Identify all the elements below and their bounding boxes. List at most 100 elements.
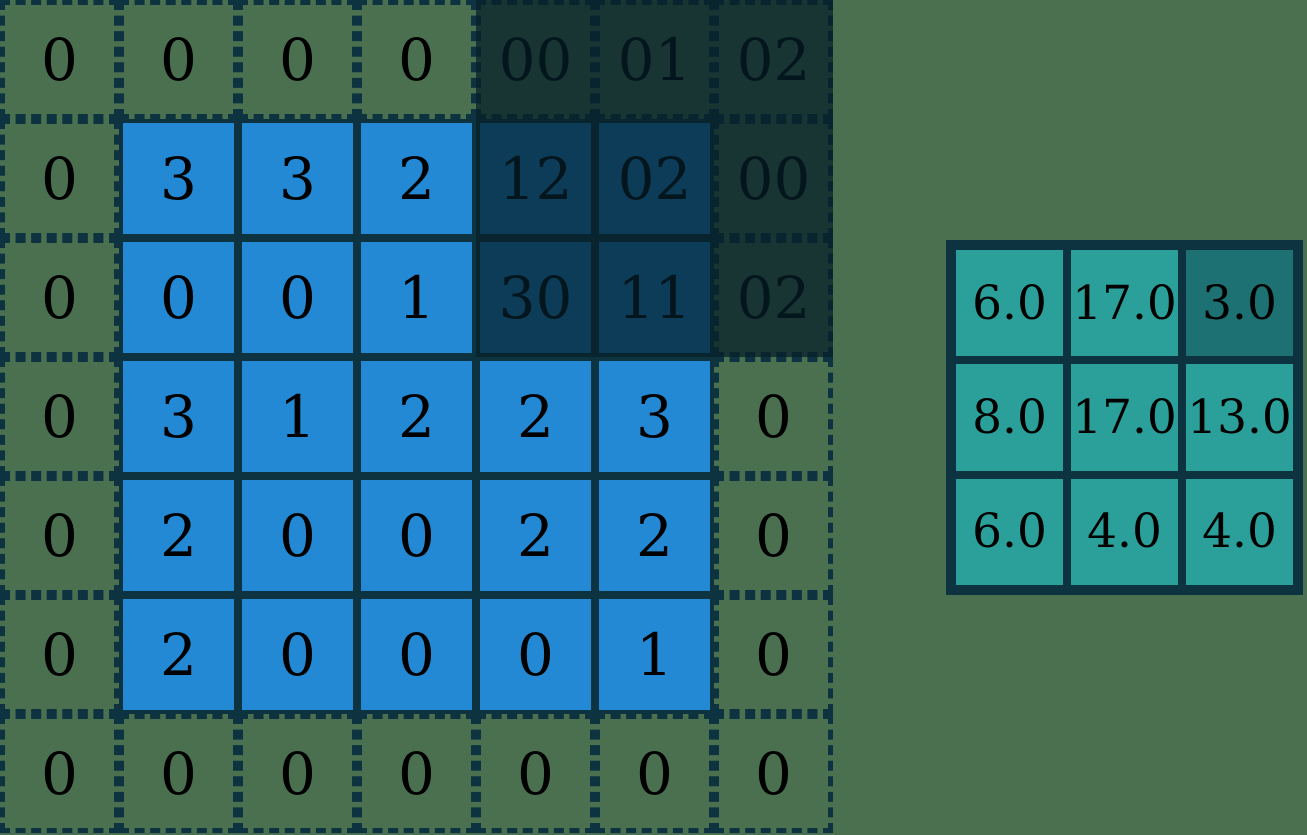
cell-value: 11 [617,263,692,332]
output-cell: 4.0 [1182,474,1297,589]
cell-value: 0 [398,501,435,570]
input-cell: 11 [595,238,714,357]
input-cell: 1 [238,357,357,476]
padding-cell: 0 [0,119,119,238]
output-cell-value: 13.0 [1187,389,1292,445]
cell-value: 01 [617,25,692,94]
cell-value: 2 [636,501,673,570]
output-cell-value: 8.0 [972,389,1047,445]
cell-value: 00 [736,144,811,213]
output-cell-value: 17.0 [1072,389,1177,445]
input-cell: 2 [476,476,595,595]
cell-index-subscript: 1 [654,263,692,332]
output-cell-value: 17.0 [1072,275,1177,331]
cell-value: 0 [398,739,435,808]
output-cell: 17.0 [1067,246,1182,361]
cell-value: 0 [517,620,554,689]
cell-index-subscript: 0 [535,263,573,332]
cell-value: 0 [279,263,316,332]
cell-value: 0 [755,382,792,451]
input-cell: 3 [119,357,238,476]
cell-index-subscript: 2 [773,263,811,332]
cell-value: 0 [41,501,78,570]
padding-cell: 00 [714,119,833,238]
output-cell: 17.0 [1067,360,1182,475]
input-cell: 3 [238,119,357,238]
cell-value: 3 [160,382,197,451]
cell-value: 1 [279,382,316,451]
cell-value: 0 [279,620,316,689]
cell-value: 2 [160,501,197,570]
cell-value: 12 [498,144,573,213]
cell-index-subscript: 2 [654,144,692,213]
input-cell: 3 [119,119,238,238]
padding-cell: 0 [119,0,238,119]
cell-value: 0 [517,739,554,808]
padding-cell: 0 [238,714,357,833]
cell-value: 1 [398,263,435,332]
cell-value: 1 [636,620,673,689]
output-cell-value: 4.0 [1087,504,1162,560]
cell-value: 0 [41,25,78,94]
cell-value: 2 [517,382,554,451]
output-cell: 6.0 [952,474,1067,589]
input-cell: 30 [476,238,595,357]
padding-cell: 0 [119,714,238,833]
padding-cell: 0 [0,357,119,476]
padding-cell: 0 [476,714,595,833]
cell-value: 0 [755,501,792,570]
padding-cell: 0 [238,0,357,119]
padding-cell: 0 [0,238,119,357]
cell-value: 0 [398,620,435,689]
padding-cell: 0 [714,357,833,476]
cell-value: 0 [636,739,673,808]
input-cell: 0 [238,595,357,714]
input-cell: 1 [357,238,476,357]
cell-value: 00 [498,25,573,94]
cell-value: 2 [517,501,554,570]
output-cell-value: 3.0 [1202,275,1277,331]
cell-value: 0 [279,739,316,808]
padding-cell: 01 [595,0,714,119]
cell-value: 0 [160,25,197,94]
output-cell: 3.0 [1182,246,1297,361]
input-cell: 0 [119,238,238,357]
output-cell: 6.0 [952,246,1067,361]
cell-value: 0 [41,739,78,808]
cell-value: 0 [160,263,197,332]
cell-value: 3 [160,144,197,213]
cell-value: 0 [41,382,78,451]
cell-value: 2 [398,382,435,451]
output-cell-value: 6.0 [972,275,1047,331]
output-cell: 13.0 [1182,360,1297,475]
cell-value: 3 [636,382,673,451]
input-cell: 1 [595,595,714,714]
cell-value: 30 [498,263,573,332]
cell-value: 02 [736,25,811,94]
cell-value: 02 [617,144,692,213]
input-cell: 2 [357,357,476,476]
padding-cell: 0 [0,714,119,833]
padding-cell: 0 [714,595,833,714]
cell-value: 0 [41,263,78,332]
input-cell: 0 [357,595,476,714]
padding-cell: 0 [595,714,714,833]
output-cell-value: 4.0 [1202,504,1277,560]
input-cell: 12 [476,119,595,238]
padding-cell: 0 [357,714,476,833]
input-cell: 0 [476,595,595,714]
input-cell: 02 [595,119,714,238]
cell-index-subscript: 1 [654,25,692,94]
padding-cell: 0 [714,476,833,595]
cell-index-subscript: 0 [535,25,573,94]
cell-value: 0 [398,25,435,94]
input-cell: 3 [595,357,714,476]
cell-value: 0 [41,144,78,213]
input-cell: 0 [357,476,476,595]
cell-index-subscript: 0 [773,144,811,213]
cell-value: 0 [160,739,197,808]
cell-index-subscript: 2 [773,25,811,94]
input-cell: 2 [476,357,595,476]
